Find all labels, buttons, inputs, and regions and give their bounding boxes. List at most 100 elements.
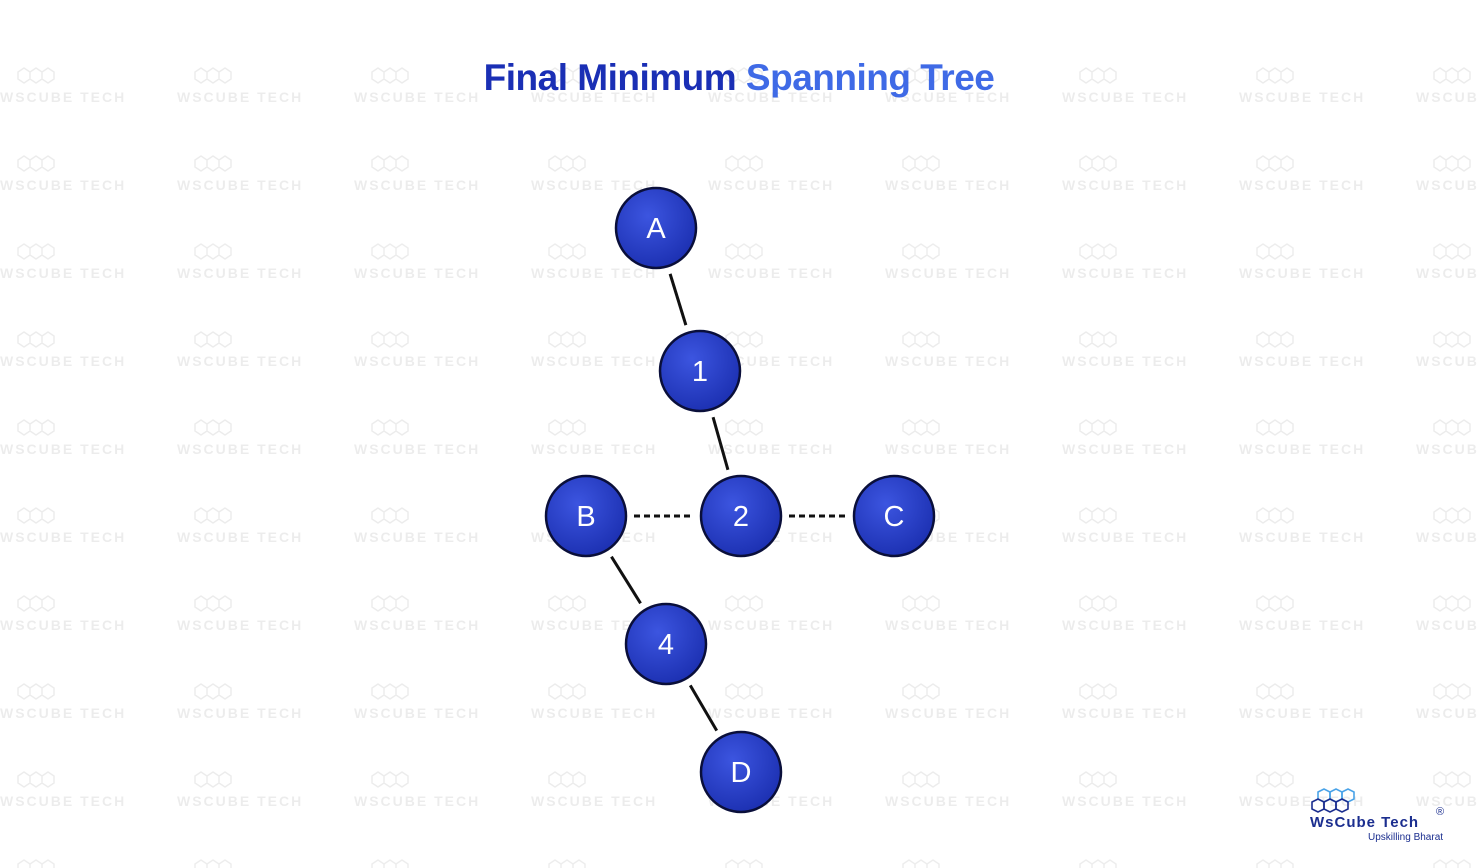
node-label: D: [731, 757, 752, 789]
svg-text:WSCUBE TECH: WSCUBE TECH: [708, 177, 834, 193]
watermark-tile: WSCUBE TECH: [1416, 331, 1478, 369]
watermark-tile: WSCUBE TECH: [354, 243, 478, 281]
watermark-tile: WSCUBE TECH: [354, 683, 478, 721]
watermark-tile: WSCUBE TECH: [0, 155, 124, 193]
watermark-tile: WSCUBE TECH: [1062, 155, 1186, 193]
node-label: A: [646, 213, 666, 245]
watermark-tile: WSCUBE TECH: [1079, 859, 1117, 868]
watermark-tile: WSCUBE TECH: [708, 243, 834, 281]
svg-text:WSCUBE TECH: WSCUBE TECH: [1239, 793, 1365, 809]
svg-text:WSCUBE TECH: WSCUBE TECH: [1239, 529, 1365, 545]
watermark-tile: WSCUBE TECH: [354, 155, 478, 193]
watermark-tile: WSCUBE TECH: [1433, 859, 1471, 868]
watermark-tile: WSCUBE TECH: [1062, 683, 1186, 721]
watermark-tile: WSCUBE TECH: [0, 595, 124, 633]
svg-text:WSCUBE TECH: WSCUBE TECH: [885, 353, 1011, 369]
watermark-tile: WSCUBE TECH: [1416, 683, 1478, 721]
brand-tagline: Upskilling Bharat: [1368, 832, 1444, 843]
watermark-tile: WSCUBE TECH: [1062, 507, 1186, 545]
brand-logo: WsCube Tech ® Upskilling Bharat: [1306, 786, 1452, 846]
svg-text:WSCUBE TECH: WSCUBE TECH: [708, 617, 834, 633]
svg-text:WSCUBE TECH: WSCUBE TECH: [177, 177, 303, 193]
svg-text:WSCUBE TECH: WSCUBE TECH: [1062, 617, 1188, 633]
watermark-tile: WSCUBE TECH: [177, 331, 303, 369]
watermark-tile: WSCUBE TECH: [0, 243, 124, 281]
svg-text:WSCUBE TECH: WSCUBE TECH: [885, 705, 1011, 721]
watermark-tile: WSCUBE TECH: [354, 419, 478, 457]
svg-text:WSCUBE TECH: WSCUBE TECH: [177, 353, 303, 369]
watermark-tile: WSCUBE TECH: [1239, 683, 1365, 721]
svg-text:WSCUBE TECH: WSCUBE TECH: [1416, 441, 1478, 457]
watermark-tile: WSCUBE TECH: [1239, 771, 1365, 809]
svg-text:WSCUBE TECH: WSCUBE TECH: [1239, 705, 1365, 721]
watermark-tile: WSCUBE TECH: [902, 859, 940, 868]
svg-text:WSCUBE TECH: WSCUBE TECH: [1416, 793, 1478, 809]
brand-name: WsCube Tech: [1310, 814, 1419, 831]
svg-text:WSCUBE TECH: WSCUBE TECH: [0, 441, 126, 457]
title-part-dark: Final Minimum: [483, 57, 737, 98]
watermark-tile: WSCUBE TECH: [531, 419, 655, 457]
watermark-tile: WSCUBE TECH: [354, 771, 478, 809]
watermark-tile: WSCUBE TECH: [885, 331, 1011, 369]
svg-text:WSCUBE TECH: WSCUBE TECH: [708, 265, 834, 281]
node-circle: [544, 474, 628, 558]
page-title: Final Minimum Spanning Tree: [0, 52, 1478, 104]
svg-text:WSCUBE TECH: WSCUBE TECH: [708, 89, 834, 105]
svg-text:WSCUBE TECH: WSCUBE TECH: [0, 705, 126, 721]
watermark-tile: WSCUBE TECH: [1416, 771, 1478, 809]
node-label: 2: [733, 501, 749, 533]
svg-text:WSCUBE TECH: WSCUBE TECH: [885, 793, 1011, 809]
node-C: C: [852, 474, 936, 558]
svg-text:WSCUBE TECH: WSCUBE TECH: [1239, 177, 1365, 193]
node-A: A: [614, 186, 698, 270]
watermark-tile: WSCUBE TECH: [1062, 243, 1186, 281]
edge-4-D: [688, 684, 719, 732]
svg-text:WSCUBE TECH: WSCUBE TECH: [531, 793, 657, 809]
watermark-tile: WSCUBE TECH: [885, 683, 1011, 721]
watermark-tile: WSCUBE TECH: [548, 859, 586, 868]
node-2: 2: [699, 474, 783, 558]
watermark-tile: WSCUBE TECH: [177, 67, 301, 105]
watermark-tile: WSCUBE TECH: [708, 683, 832, 721]
watermark-tile: WSCUBE TECH: [354, 595, 480, 633]
svg-text:WSCUBE TECH: WSCUBE TECH: [1062, 793, 1188, 809]
svg-text:WSCUBE TECH: WSCUBE TECH: [885, 177, 1011, 193]
watermark-tile: WSCUBE TECH: [1256, 859, 1294, 868]
svg-text:WSCUBE TECH: WSCUBE TECH: [885, 441, 1011, 457]
watermark-tile: WSCUBE TECH: [17, 859, 55, 868]
svg-text:WSCUBE TECH: WSCUBE TECH: [0, 353, 126, 369]
node-label: 1: [692, 356, 708, 388]
watermark-tile: WSCUBE TECH: [885, 771, 1011, 809]
svg-text:WSCUBE TECH: WSCUBE TECH: [177, 529, 303, 545]
watermark-tile: WSCUBE TECH: [708, 67, 834, 105]
watermark-tile: WSCUBE TECH: [531, 155, 655, 193]
watermark-tile: WSCUBE TECH: [0, 419, 126, 457]
node-D: D: [699, 730, 783, 814]
svg-text:WSCUBE TECH: WSCUBE TECH: [1416, 265, 1478, 281]
svg-text:WSCUBE TECH: WSCUBE TECH: [177, 265, 303, 281]
brand-name-first: WsCube: [1310, 814, 1376, 831]
watermark-tile: WSCUBE TECH: [354, 507, 478, 545]
node-4: 4: [624, 602, 708, 686]
watermark-tile: WSCUBE TECH: [1239, 331, 1363, 369]
watermark-tile: WSCUBE TECH: [1062, 67, 1186, 105]
node-label: C: [884, 501, 905, 533]
svg-text:WSCUBE TECH: WSCUBE TECH: [1239, 89, 1365, 105]
watermark-tile: WSCUBE TECH: [1416, 155, 1478, 193]
svg-text:WSCUBE TECH: WSCUBE TECH: [177, 705, 303, 721]
node-circle: [658, 329, 742, 413]
watermark-tile: WSCUBE TECH: [177, 419, 303, 457]
svg-text:WSCUBE TECH: WSCUBE TECH: [177, 617, 303, 633]
watermark-tile: WSCUBE TECH: [1062, 331, 1186, 369]
watermark-tile: WSCUBE TECH: [1416, 419, 1478, 457]
registered-mark: ®: [1436, 806, 1445, 818]
watermark-tile: WSCUBE TECH: [354, 331, 478, 369]
svg-text:WSCUBE TECH: WSCUBE TECH: [354, 617, 480, 633]
node-circle: [614, 186, 698, 270]
svg-text:WSCUBE TECH: WSCUBE TECH: [177, 441, 303, 457]
svg-text:WSCUBE TECH: WSCUBE TECH: [531, 705, 657, 721]
watermark-tile: WSCUBE TECH: [371, 859, 409, 868]
svg-text:WSCUBE TECH: WSCUBE TECH: [1239, 617, 1365, 633]
svg-text:WSCUBE TECH: WSCUBE TECH: [1239, 265, 1365, 281]
watermark-tile: WSCUBE TECH: [0, 507, 124, 545]
